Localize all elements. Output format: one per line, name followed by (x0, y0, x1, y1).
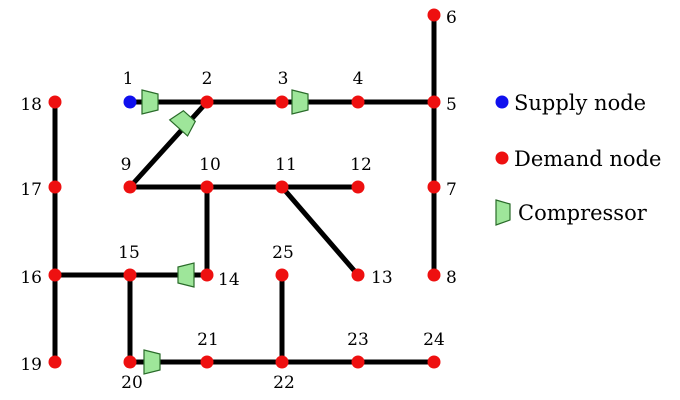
demand-node-24 (427, 355, 441, 369)
node-label-16: 16 (20, 268, 42, 288)
node-label-6: 6 (446, 8, 457, 28)
node-label-15: 15 (118, 243, 140, 263)
demand-node-12 (351, 180, 365, 194)
node-label-11: 11 (275, 155, 297, 175)
node-label-24: 24 (423, 330, 445, 350)
demand-node-8 (427, 268, 441, 282)
demand-node-22 (275, 355, 289, 369)
node-label-7: 7 (446, 180, 457, 200)
network-nodes (48, 8, 441, 369)
node-label-14: 14 (218, 270, 240, 290)
demand-node-9 (123, 180, 137, 194)
demand-node-13 (351, 268, 365, 282)
demand-node-14 (200, 268, 214, 282)
legend-compressor-label: Compressor (518, 201, 648, 225)
node-label-8: 8 (446, 268, 457, 288)
compressor-20-21 (143, 349, 161, 375)
node-label-25: 25 (272, 243, 294, 263)
node-label-22: 22 (273, 373, 295, 393)
node-label-18: 18 (20, 95, 42, 115)
node-label-20: 20 (121, 373, 143, 393)
node-label-21: 21 (197, 330, 219, 350)
demand-node-3 (275, 95, 289, 109)
node-label-9: 9 (121, 155, 132, 175)
supply-node-1 (123, 95, 137, 109)
legend: Supply node Demand node Compressor (495, 91, 661, 226)
node-label-5: 5 (446, 95, 457, 115)
node-label-3: 3 (278, 69, 289, 89)
demand-node-20 (123, 355, 137, 369)
demand-node-19 (48, 355, 62, 369)
node-label-12: 12 (350, 155, 372, 175)
pipeline-edges (52, 12, 437, 365)
demand-node-4 (351, 95, 365, 109)
node-label-1: 1 (123, 69, 134, 89)
node-label-23: 23 (347, 330, 369, 350)
legend-item-demand: Demand node (495, 147, 661, 171)
pipe-edge-2-9 (127, 99, 210, 190)
demand-node-legend-icon (495, 151, 509, 165)
demand-node-21 (200, 355, 214, 369)
demand-node-25 (275, 268, 289, 282)
demand-node-11 (275, 180, 289, 194)
demand-node-5 (427, 95, 441, 109)
legend-item-compressor: Compressor (495, 199, 648, 226)
demand-node-16 (48, 268, 62, 282)
demand-node-6 (427, 8, 441, 22)
supply-node-legend-icon (495, 95, 509, 109)
demand-node-18 (48, 95, 62, 109)
demand-node-10 (200, 180, 214, 194)
demand-node-17 (48, 180, 62, 194)
compressor-legend-icon (495, 199, 511, 226)
demand-node-23 (351, 355, 365, 369)
legend-item-supply: Supply node (495, 91, 646, 115)
compressor-markers (141, 89, 309, 375)
pipe-edge-11-13 (279, 184, 361, 278)
compressor-1-2 (141, 89, 159, 115)
node-label-19: 19 (20, 355, 42, 375)
compressor-2-9 (168, 109, 197, 137)
legend-supply-label: Supply node (514, 91, 646, 115)
node-label-10: 10 (199, 155, 221, 175)
legend-demand-label: Demand node (514, 147, 661, 171)
demand-node-7 (427, 180, 441, 194)
demand-node-2 (200, 95, 214, 109)
compressor-3-4 (291, 89, 309, 115)
node-label-2: 2 (202, 69, 213, 89)
compressor-14-15 (177, 262, 195, 288)
node-label-13: 13 (371, 268, 393, 288)
demand-node-15 (123, 268, 137, 282)
node-label-4: 4 (353, 69, 364, 89)
node-label-17: 17 (20, 180, 42, 200)
